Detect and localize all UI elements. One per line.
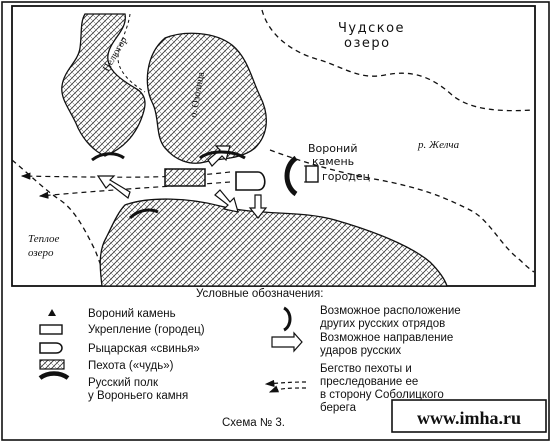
- watermark: www.imha.ru: [417, 408, 521, 428]
- land-northwest: [61, 13, 146, 157]
- reserve-arc-left: [91, 152, 125, 162]
- lake-teploe-label-1: Теплое: [28, 233, 60, 245]
- strike-arrow-lower: [214, 189, 239, 213]
- infantry-block: [164, 168, 206, 187]
- legend-left-5b: у Вороньего камня: [88, 390, 188, 402]
- legend-left-4: Пехота («чудь»): [88, 360, 174, 372]
- legend-left-5a: Русский полк: [88, 377, 159, 389]
- reserve-arc-lower: [128, 208, 159, 220]
- reserve-arc-upper: [199, 150, 246, 160]
- left-shore-line: [11, 159, 109, 287]
- reserve-arc-icon: [283, 306, 292, 332]
- legend-right-3d: берега: [320, 402, 357, 414]
- voroniy-kamen-label-1: Вороний: [308, 142, 357, 155]
- river-pelyugor: [117, 13, 146, 93]
- legend-left-1: Вороний камень: [88, 308, 176, 320]
- knight-wedge-icon: [39, 342, 63, 354]
- land-south: [99, 198, 448, 287]
- lake-chudskoe-label-2: озеро: [344, 36, 391, 51]
- lake-shore-line: [261, 9, 534, 112]
- legend-right-3a: Бегство пехоты и: [320, 363, 412, 375]
- legend-right-3b: преследование ее: [320, 376, 418, 388]
- river-zhelcha-line: [269, 149, 535, 273]
- fortification-icon: [39, 324, 63, 335]
- strike-arrow-right: [248, 194, 268, 219]
- flight-arrow-icon: [264, 379, 307, 393]
- legend-left-3: Рыцарская «свинья»: [88, 343, 200, 355]
- legend-title: Условные обозначения:: [196, 288, 323, 300]
- strike-arrow-icon: [271, 331, 303, 353]
- regiment-arc: [284, 155, 298, 197]
- regiment-arc-icon: [38, 371, 70, 380]
- lake-chudskoe-label-1: Чудское: [338, 21, 405, 36]
- river-zhelcha-label: р. Желча: [417, 139, 460, 151]
- flight-arrow-top: [20, 171, 231, 180]
- infantry-hatch-icon: [39, 359, 65, 370]
- flight-arrow-bottom: [38, 181, 231, 199]
- knight-wedge: [235, 171, 266, 191]
- legend-right-1b: других русских отрядов: [320, 318, 445, 330]
- gorodets-label: городец: [322, 170, 370, 183]
- watermark-box: [391, 399, 547, 433]
- fortification: [305, 165, 319, 183]
- triangle-icon: [48, 309, 56, 316]
- scheme-caption: Схема № 3.: [222, 417, 285, 429]
- legend-right-2a: Возможное направление: [320, 332, 453, 344]
- voroniy-kamen-label-2: камень: [312, 155, 354, 168]
- fortification-teeth: [304, 165, 320, 183]
- strike-arrow-left: [96, 175, 131, 199]
- legend-left-2: Укрепление (городец): [88, 324, 205, 336]
- legend-right-2b: ударов русских: [320, 345, 401, 357]
- land-island: [146, 32, 267, 164]
- legend-right-1a: Возможное расположение: [320, 305, 461, 317]
- legend-right-3c: в сторону Соболицкого: [320, 389, 444, 401]
- lake-teploe-label-2: озеро: [28, 247, 54, 259]
